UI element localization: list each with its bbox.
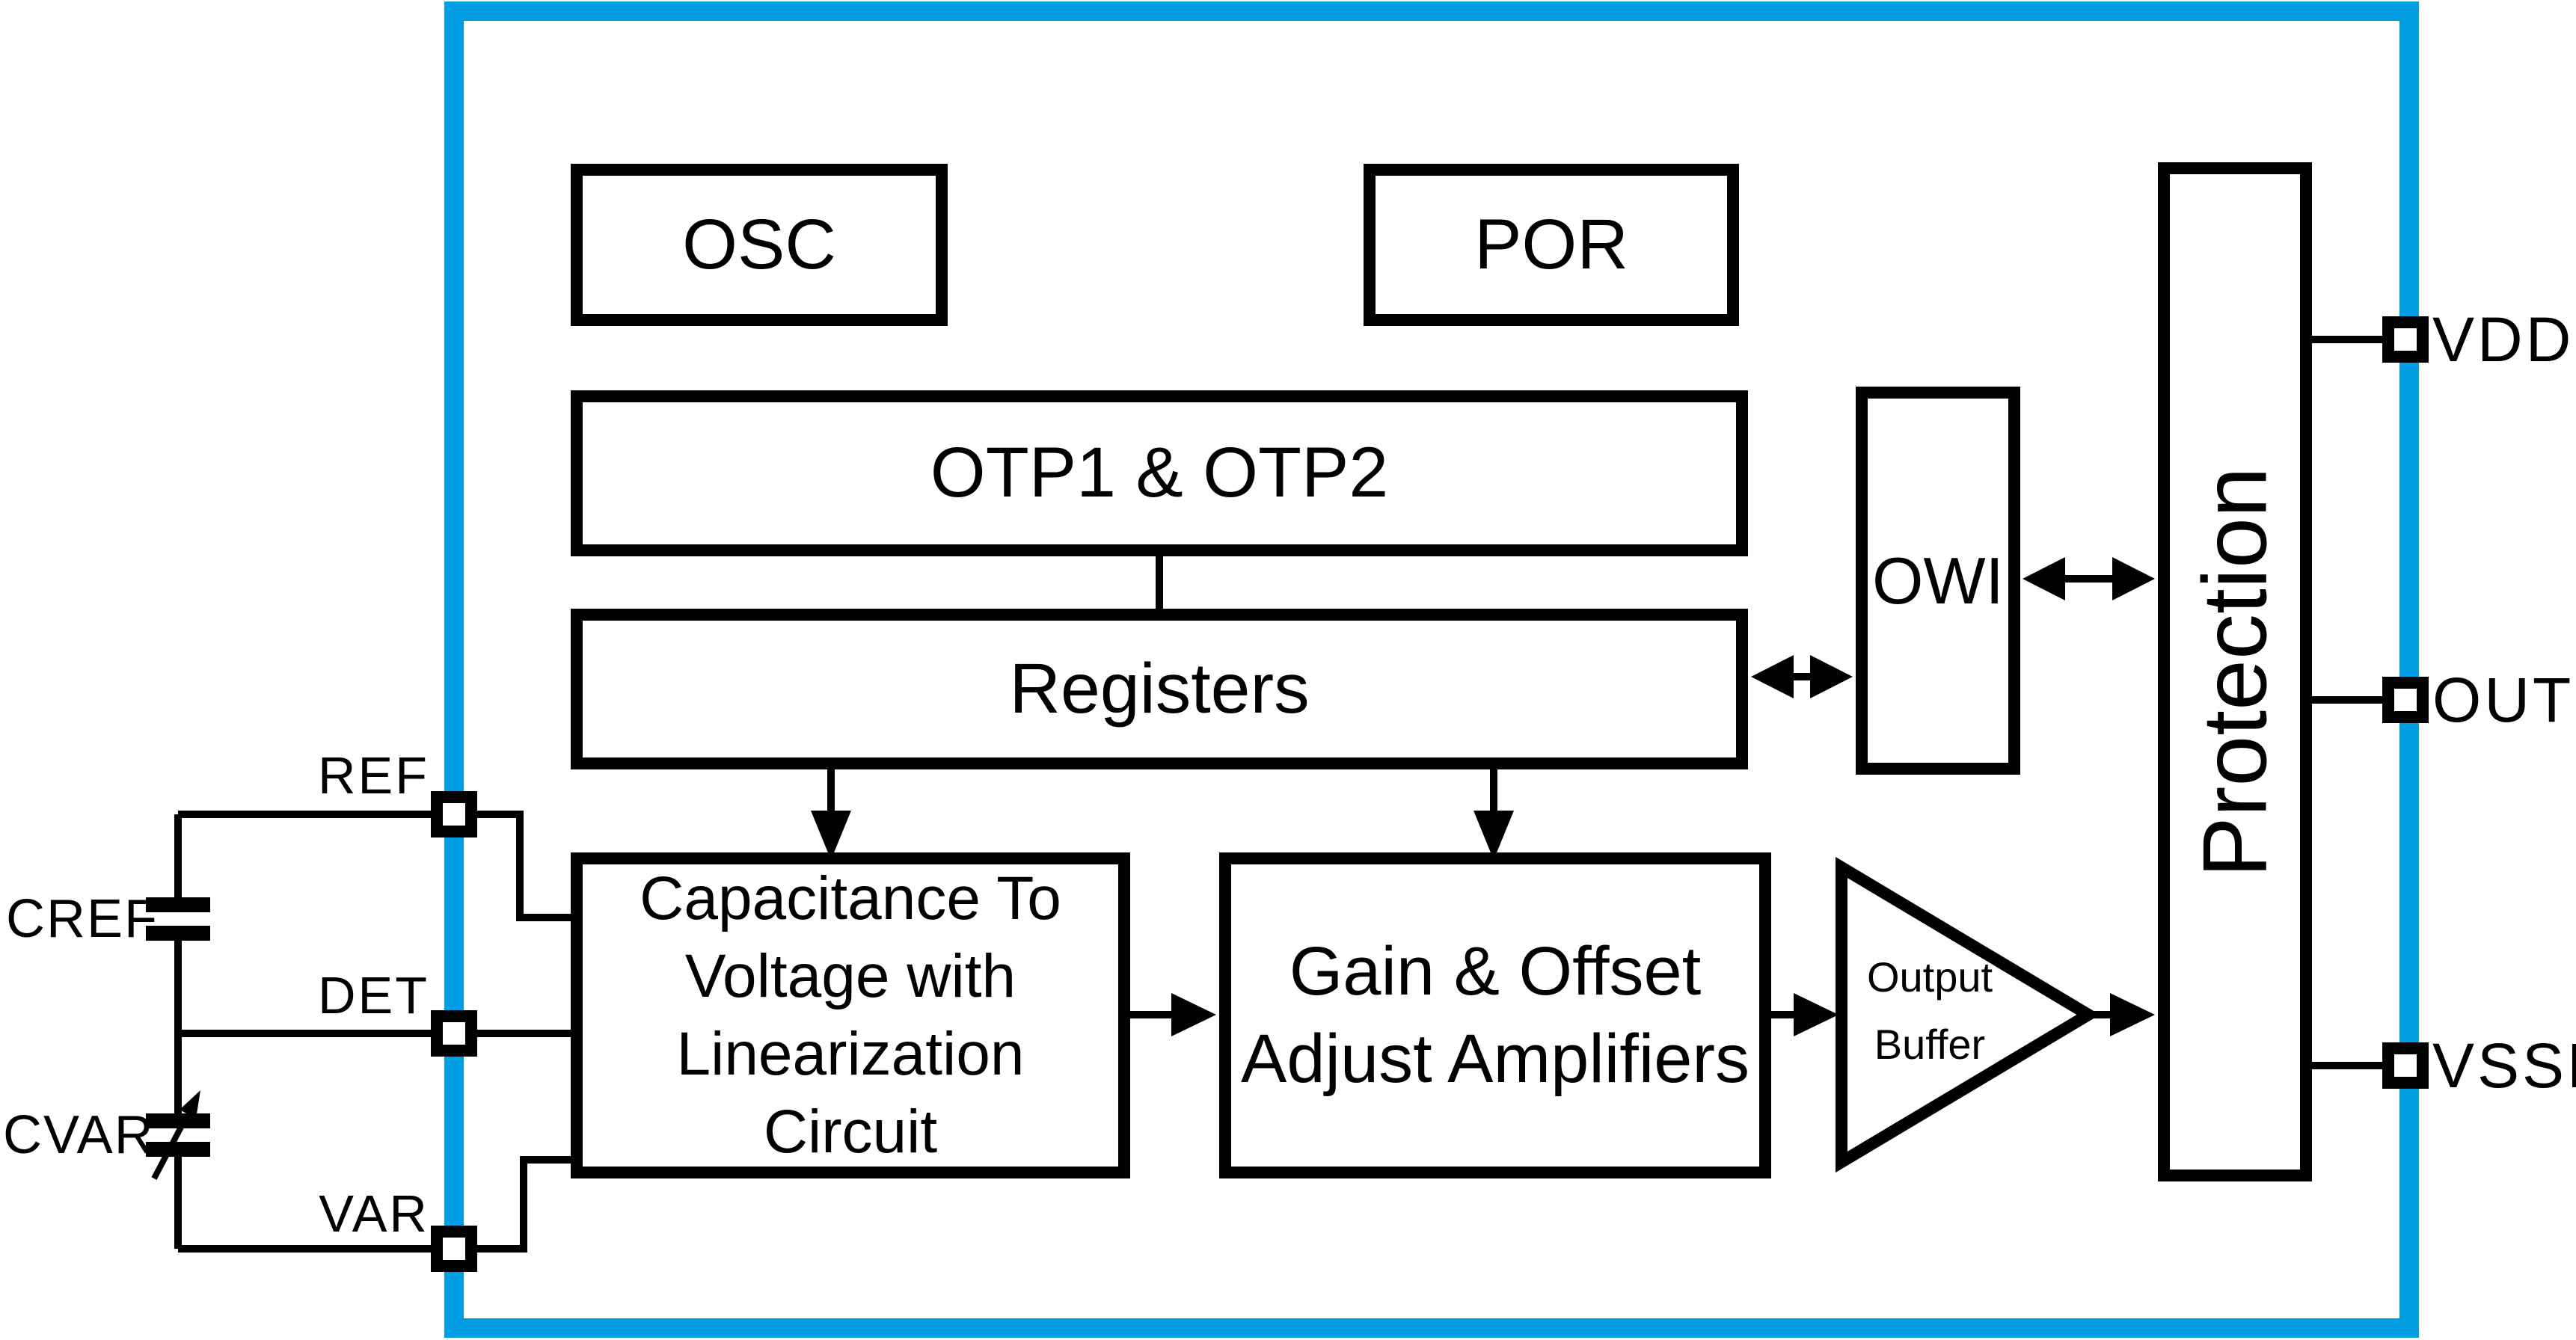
output-buffer-label: Output Buffer [1866,953,1993,1068]
cvar-label: CVAR [3,1105,155,1165]
block-owi: OWI [1856,387,2020,775]
pin-label-vdde: VDDE [2432,304,2576,375]
pin-squares [431,316,2429,1272]
block-capacitance-to-voltage-label: Capacitance To Voltage with Linearizatio… [640,864,1061,1167]
output-buffer-triangle [1836,856,2100,1173]
arrowhead-buffer-protection [2110,993,2155,1036]
pin-square-ref [431,791,477,838]
block-protection: Protection [2158,162,2312,1181]
cref-capacitor [146,897,210,941]
arrowhead-registers-gain [1473,811,1514,860]
block-otp1-otp2: OTP1 & OTP2 [571,390,1748,556]
pin-square-vsse [2382,1042,2429,1089]
arrowhead-owi-left [1751,655,1794,698]
block-osc-label: OSC [682,204,836,284]
block-gain-offset-amplifiers-label: Gain & Offset Adjust Amplifiers [1240,933,1750,1097]
block-osc: OSC [571,164,948,326]
block-registers-label: Registers [1009,648,1310,728]
block-por-label: POR [1474,204,1628,284]
block-registers: Registers [571,609,1748,769]
pin-label-det: DET [318,966,429,1024]
pin-square-var [431,1226,477,1272]
pin-label-ref: REF [318,746,429,805]
arrowhead-owi-right [1810,655,1853,698]
chip-boundary-frame [444,1,2419,1338]
cref-label: CREF [6,889,159,949]
block-gain-offset-amplifiers: Gain & Offset Adjust Amplifiers [1219,852,1771,1178]
block-otp1-otp2-label: OTP1 & OTP2 [930,433,1389,513]
block-protection-label: Protection [2183,466,2286,878]
block-por: POR [1364,164,1739,326]
pin-label-out: OUT [2432,665,2575,735]
cvar-arrow-head [180,1090,200,1119]
block-capacitance-to-voltage: Capacitance To Voltage with Linearizatio… [571,852,1130,1178]
pin-label-vsse: VSSE [2432,1030,2576,1101]
cvar-arrow-shaft [151,1116,189,1180]
pin-square-vdde [2382,316,2429,363]
wire-var [178,1156,571,1253]
arrowhead-registers-c2v [811,811,851,860]
arrowhead-gain-buffer [1794,993,1839,1036]
arrowhead-protection-left [2023,557,2065,600]
wire-ref [178,811,571,921]
arrowhead-c2v-gain [1171,993,1216,1036]
arrowhead-protection-right [2112,557,2155,600]
cvar-capacitor [146,1090,210,1180]
arrowheads [811,557,2155,1036]
pin-square-out [2382,677,2429,723]
pin-square-det [431,1010,477,1057]
pin-label-var: VAR [319,1184,429,1243]
block-owi-label: OWI [1872,543,2004,618]
